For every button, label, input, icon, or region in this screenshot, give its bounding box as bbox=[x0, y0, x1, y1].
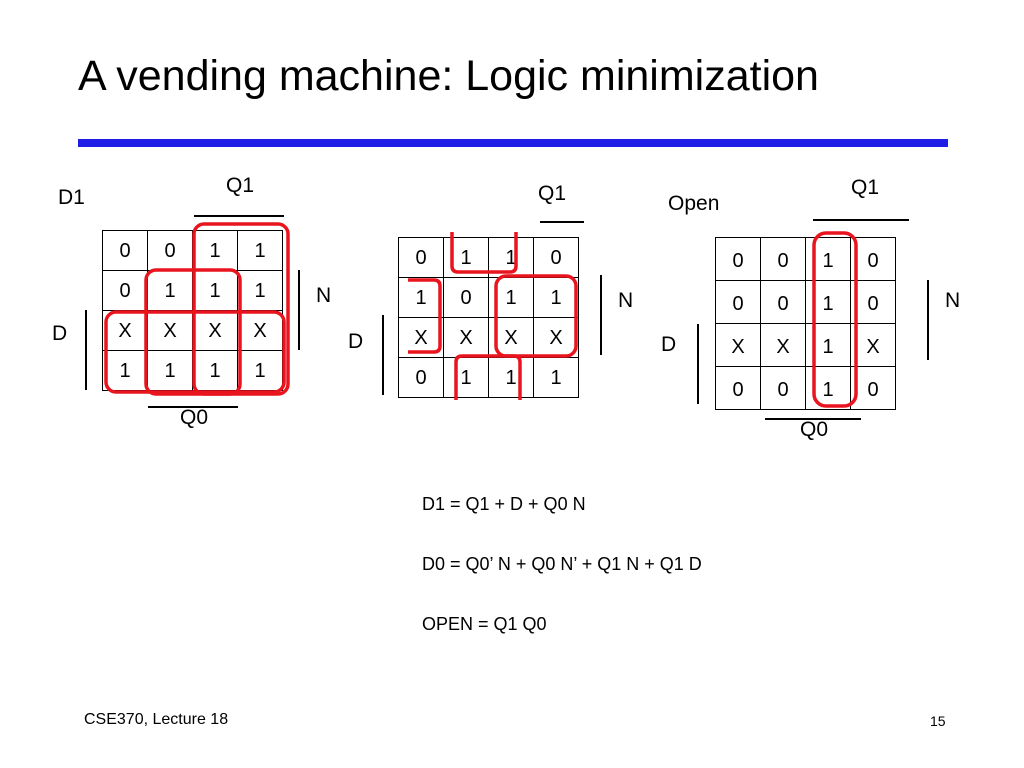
kmap1-cell: X bbox=[147, 310, 193, 351]
kmap2-label-d: D bbox=[348, 330, 364, 353]
kmap3-cell: 0 bbox=[715, 237, 761, 281]
kmap1-loop-q1 bbox=[192, 222, 290, 396]
kmap3-label-n: N bbox=[945, 289, 961, 312]
footer-course: CSE370, Lecture 18 bbox=[84, 711, 229, 728]
kmap3-name: Open bbox=[668, 192, 720, 215]
kmap2-n-bar bbox=[600, 275, 602, 355]
kmap3-cell: X bbox=[715, 323, 761, 367]
kmap2-cell: 1 bbox=[443, 357, 489, 398]
kmap2-label-q1: Q1 bbox=[538, 182, 567, 205]
kmap1-cell: 1 bbox=[102, 350, 148, 391]
kmap1-loop-q0n bbox=[144, 268, 242, 396]
kmap3-loop-q1 bbox=[812, 231, 858, 408]
kmap1-label-n: N bbox=[316, 284, 332, 307]
kmap3-label-q0: Q0 bbox=[800, 418, 829, 441]
title-rule bbox=[78, 139, 948, 147]
kmap2-cell: 0 bbox=[398, 237, 444, 278]
kmap2-loop-top bbox=[450, 232, 518, 274]
kmap1-n-bar bbox=[298, 270, 300, 350]
kmap1-label-d: D bbox=[52, 322, 68, 345]
kmap3-n-bar bbox=[927, 280, 929, 360]
kmap3-q0-bar bbox=[765, 418, 861, 420]
kmap1-cell: 1 bbox=[237, 350, 283, 391]
kmap2-d-bar bbox=[382, 315, 384, 395]
kmap2-loop-bottom bbox=[454, 354, 522, 400]
kmap3-cell: 0 bbox=[715, 366, 761, 410]
kmap1-cell: X bbox=[192, 310, 238, 351]
kmap2-cell: 0 bbox=[533, 237, 579, 278]
kmap2-loop-right bbox=[494, 274, 578, 358]
kmap1-q0-bar bbox=[148, 406, 238, 408]
kmap3-cell: 0 bbox=[760, 237, 806, 281]
kmap3-cell: 0 bbox=[760, 280, 806, 324]
slide-title: A vending machine: Logic minimization bbox=[78, 52, 819, 100]
kmap1-d-bar bbox=[85, 310, 87, 390]
kmap1-label-q1: Q1 bbox=[226, 174, 255, 197]
equation-d0: D0 = Q0’ N + Q0 N’ + Q1 N + Q1 D bbox=[422, 554, 702, 574]
kmap2-cell: 1 bbox=[488, 357, 534, 398]
kmap1-q1-bar bbox=[194, 215, 284, 217]
kmap3-q1-bar bbox=[813, 219, 909, 221]
kmap-d0-grid: 0 1 1 0 1 0 1 1 X X X X 0 1 1 1 bbox=[398, 237, 579, 398]
kmap1-cell: 1 bbox=[237, 270, 283, 311]
kmap1-name: D1 bbox=[58, 186, 85, 209]
page-number: 15 bbox=[930, 713, 946, 729]
kmap2-cell: X bbox=[443, 317, 489, 358]
kmap3-d-bar bbox=[697, 324, 699, 404]
kmap3-label-q1: Q1 bbox=[851, 176, 880, 199]
kmap2-loop-left bbox=[408, 278, 442, 354]
equation-open: OPEN = Q1 Q0 bbox=[422, 614, 547, 634]
kmap2-label-n: N bbox=[618, 289, 634, 312]
kmap1-loop-d bbox=[104, 310, 286, 394]
kmap1-label-q0: Q0 bbox=[180, 406, 209, 429]
equation-d1: D1 = Q1 + D + Q0 N bbox=[422, 494, 586, 514]
kmap1-cell: 1 bbox=[237, 230, 283, 271]
kmap1-cell: 1 bbox=[147, 350, 193, 391]
kmap2-cell: X bbox=[533, 317, 579, 358]
kmap3-label-d: D bbox=[661, 333, 677, 356]
kmap2-cell: 1 bbox=[533, 357, 579, 398]
kmap1-cell: X bbox=[237, 310, 283, 351]
kmap2-q1-bar bbox=[540, 221, 584, 223]
kmap-d1-grid: 0 0 1 1 0 1 1 1 X X X X 1 1 1 1 bbox=[102, 230, 283, 391]
